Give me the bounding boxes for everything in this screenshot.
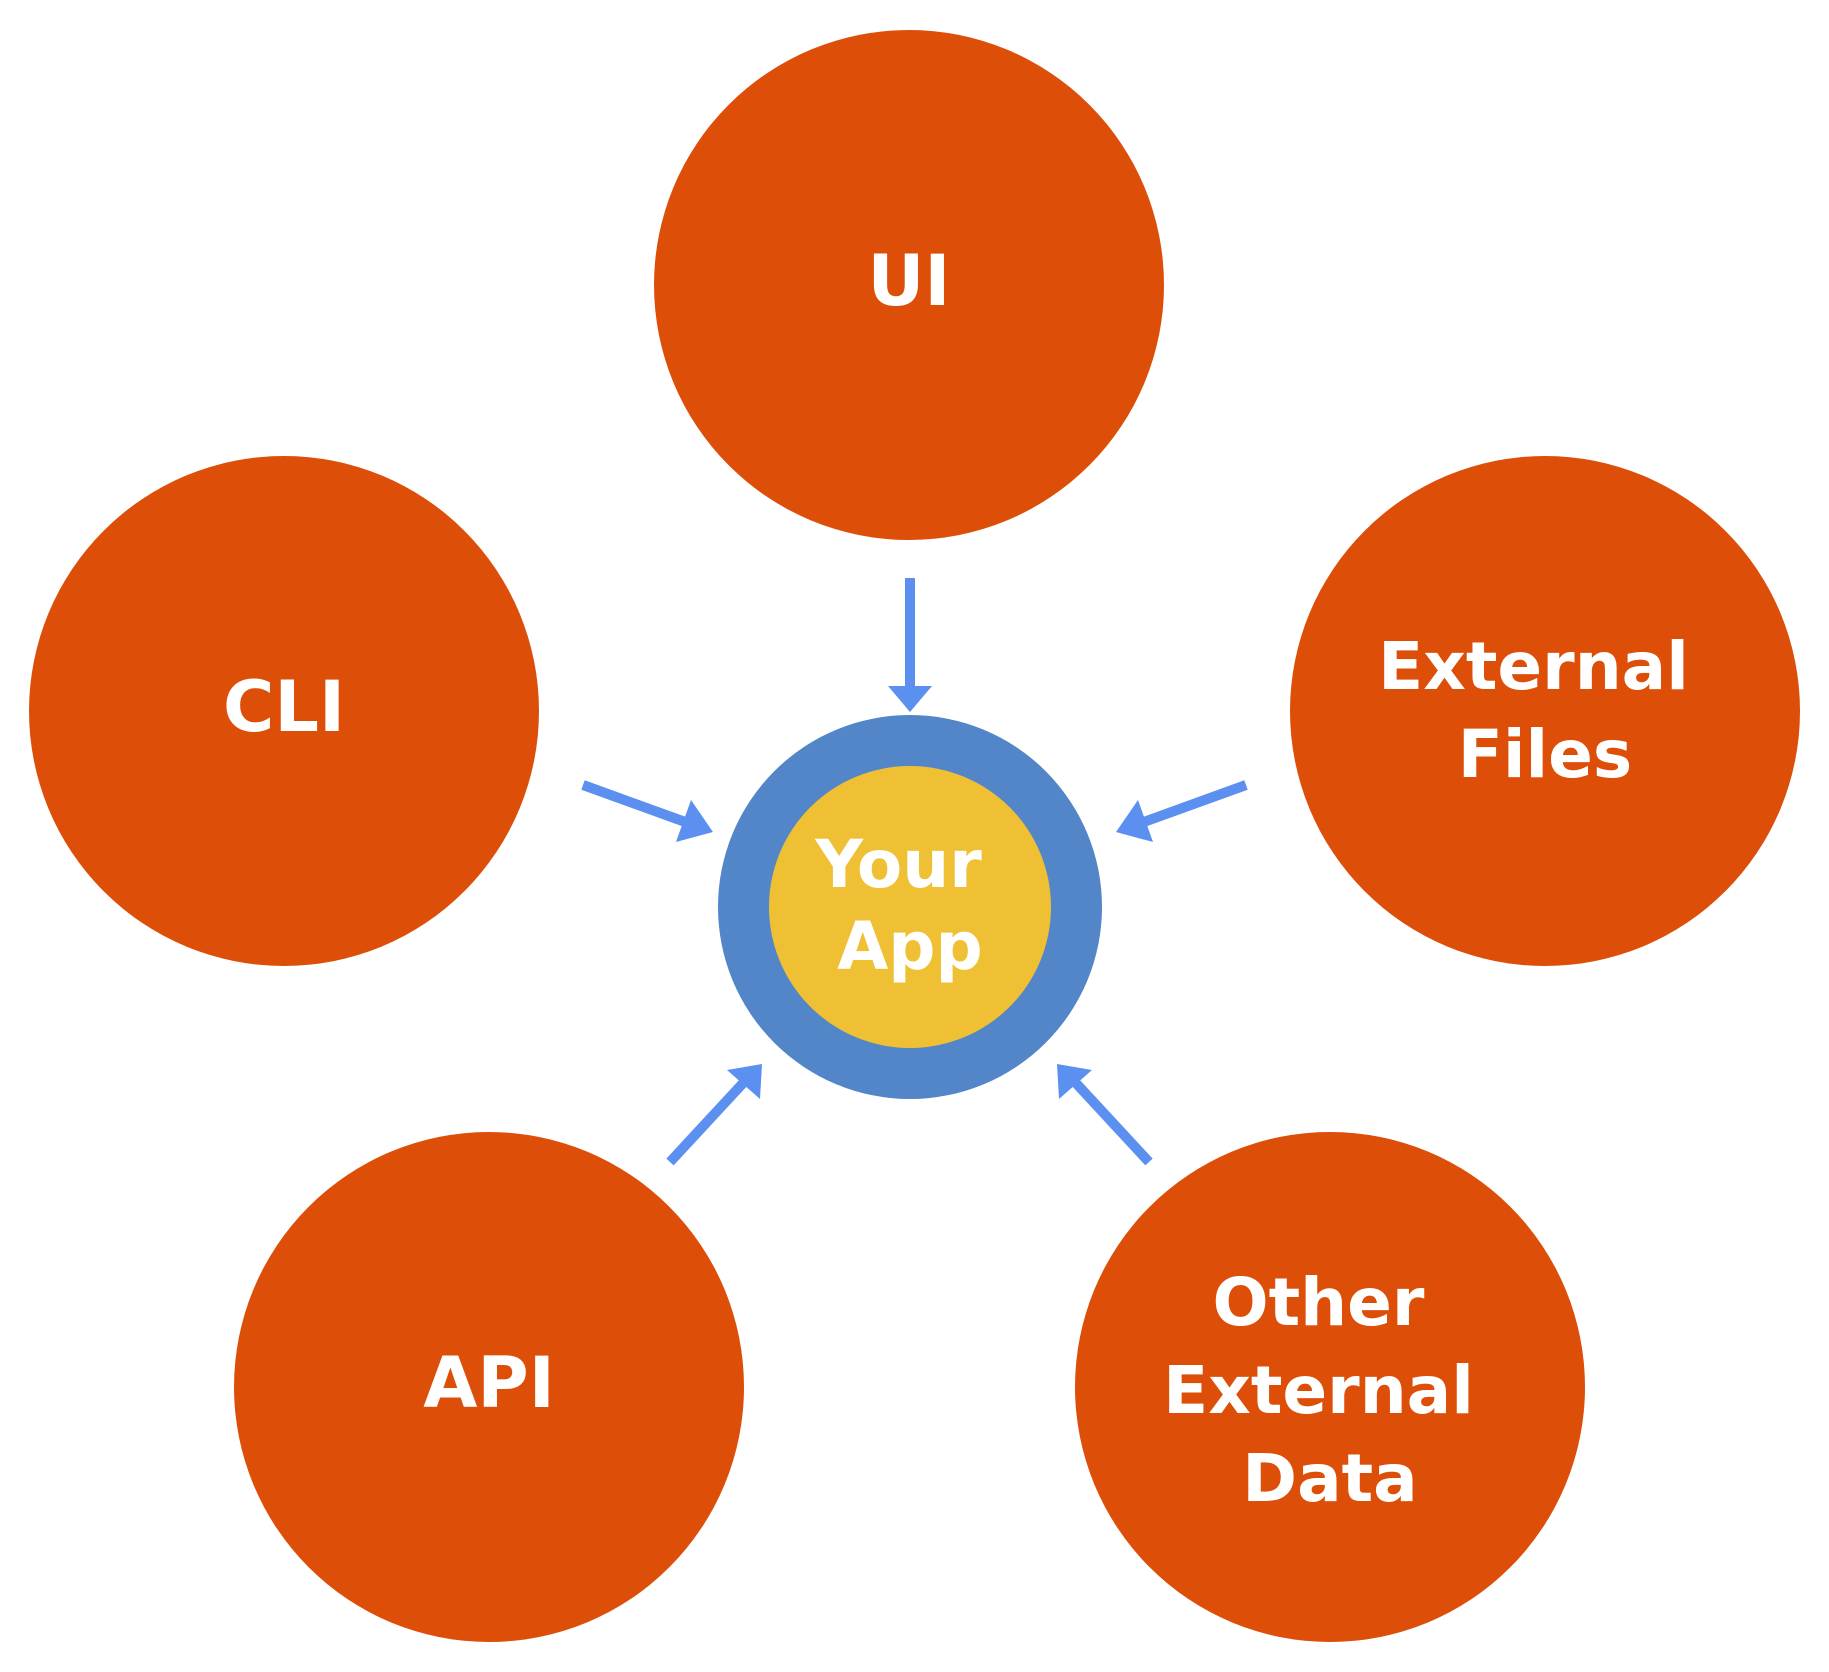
node-label-external-files: External Files — [1378, 628, 1712, 793]
node-label-line: Data — [1242, 1440, 1417, 1517]
node-label-line: CLI — [223, 666, 345, 748]
node-label-line: External — [1163, 1352, 1474, 1429]
node-ui: UI — [654, 30, 1164, 540]
arrow-external-files-to-app — [1116, 780, 1248, 842]
node-label-api: API — [423, 1342, 555, 1424]
node-label-ui: UI — [868, 240, 951, 322]
node-label-line: UI — [868, 240, 951, 322]
hub-your-app: Your App — [718, 715, 1102, 1099]
hub-core — [769, 766, 1051, 1048]
node-cli: CLI — [29, 456, 539, 966]
node-label-cli: CLI — [223, 666, 345, 748]
arrows — [581, 578, 1248, 1166]
arrow-ui-to-app — [888, 578, 932, 712]
node-other-external-data: Other External Data — [1075, 1132, 1585, 1642]
hub-label: Your App — [814, 826, 1005, 985]
node-label-other-external-data: Other External Data — [1163, 1264, 1497, 1517]
node-label-line: Files — [1458, 716, 1632, 793]
arrow-other-external-data-to-app — [1057, 1064, 1153, 1166]
node-external-files: External Files — [1290, 456, 1800, 966]
node-label-line: API — [423, 1342, 555, 1424]
arrow-cli-to-app — [581, 780, 713, 842]
arrow-api-to-app — [666, 1064, 762, 1166]
hub-label-line: App — [837, 908, 983, 985]
node-label-line: External — [1378, 628, 1689, 705]
node-label-line: Other — [1213, 1264, 1425, 1341]
hub-label-line: Your — [814, 826, 982, 903]
node-api: API — [234, 1132, 744, 1642]
